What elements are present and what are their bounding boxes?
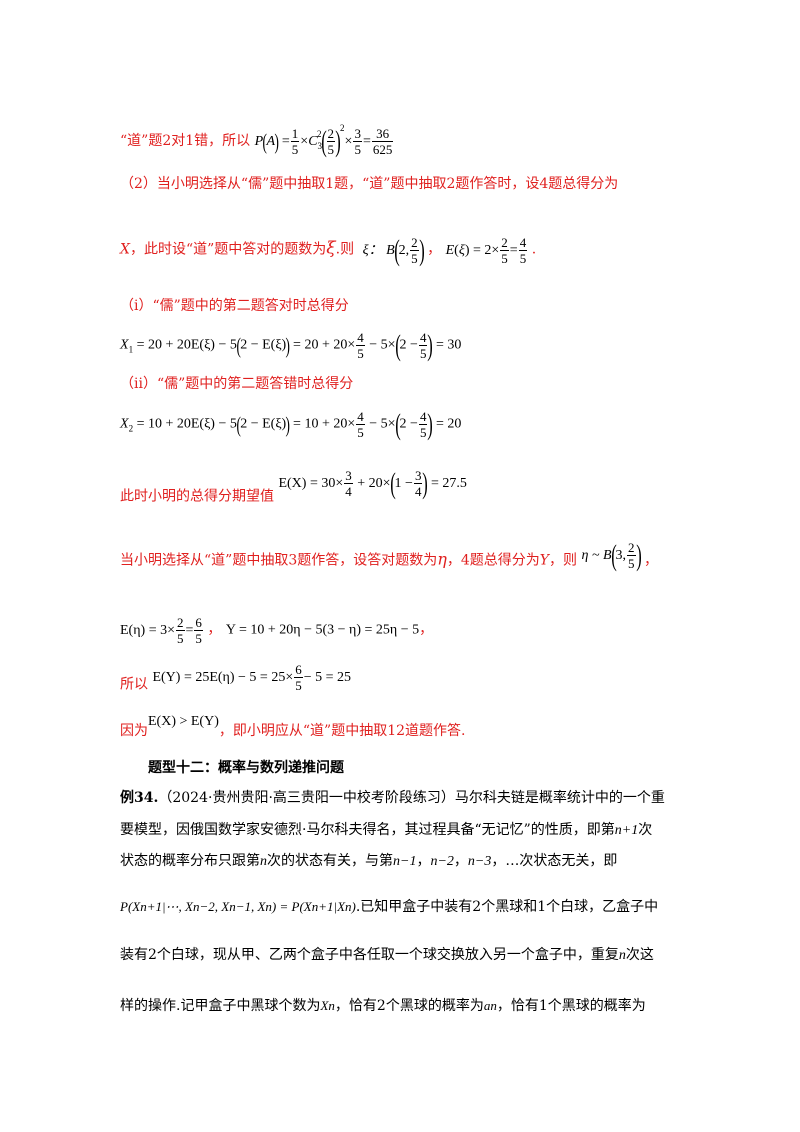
example-34-line-6: 样的操作.记甲盒子中黑球个数为Xn，恰有2个黑球的概率为an，恰有1个黑球的概率… <box>120 998 646 1014</box>
formula-x1: X1 = 20 + 20E(ξ) − 5(2 − E(ξ)) = 20 + 20… <box>120 328 462 362</box>
example-34-line-5: 装有2个白球，现从甲、乙两个盒子中各任取一个球交换放入另一个盒子中，重复n次这 <box>120 947 654 963</box>
example-34-line-1: 例34.（2024·贵州贵阳·高三贵阳一中校考阶段练习）马尔科夫链是概率统计中的… <box>120 790 665 806</box>
formula-markov: P(Xn+1|⋯, Xn−2, Xn−1, Xn) = P(Xn+1|Xn) <box>120 899 356 914</box>
solution-case-i: （i）“儒”题中的第二题答对时总得分 <box>120 298 349 314</box>
example-34-line-3: 状态的概率分布只跟第n次的状态有关，与第n−1，n−2，n−3，…次状态无关，即 <box>120 853 618 869</box>
solution-case-2: （2）当小明选择从“儒”题中抽取1题，“道”题中抽取2题作答时，设4题总得分为 <box>120 176 619 192</box>
solution-conclusion: 因为E(X) > E(Y)，即小明应从“道”题中抽取12道题作答. <box>120 714 466 739</box>
example-label: 例34. <box>120 790 159 806</box>
example-34-line-4: P(Xn+1|⋯, Xn−2, Xn−1, Xn) = P(Xn+1|Xn).已… <box>120 899 659 915</box>
formula-x2: X2 = 10 + 20E(ξ) − 5(2 − E(ξ)) = 10 + 20… <box>120 407 462 441</box>
solution-case-dao-3: 当小明选择从“道”题中抽取3题作答，设答对题数为η，4题总得分为Y，则 η ~ … <box>120 538 659 572</box>
section-heading: 题型十二：概率与数列递推问题 <box>148 760 344 776</box>
formula-y: Y = 10 + 20η − 5(3 − η) = 25η − 5 <box>225 622 420 638</box>
solution-case-ii: （ii）“儒”题中的第二题答错时总得分 <box>120 376 354 392</box>
text-dao-2-right-1-wrong: “道”题2对1错，所以 <box>120 133 251 149</box>
formula-compare: E(X) > E(Y) <box>148 714 219 729</box>
example-34-line-2: 要模型，因俄国数学家安德烈·马尔科夫得名，其过程具备“无记忆”的性质，即第n+1… <box>120 822 653 838</box>
